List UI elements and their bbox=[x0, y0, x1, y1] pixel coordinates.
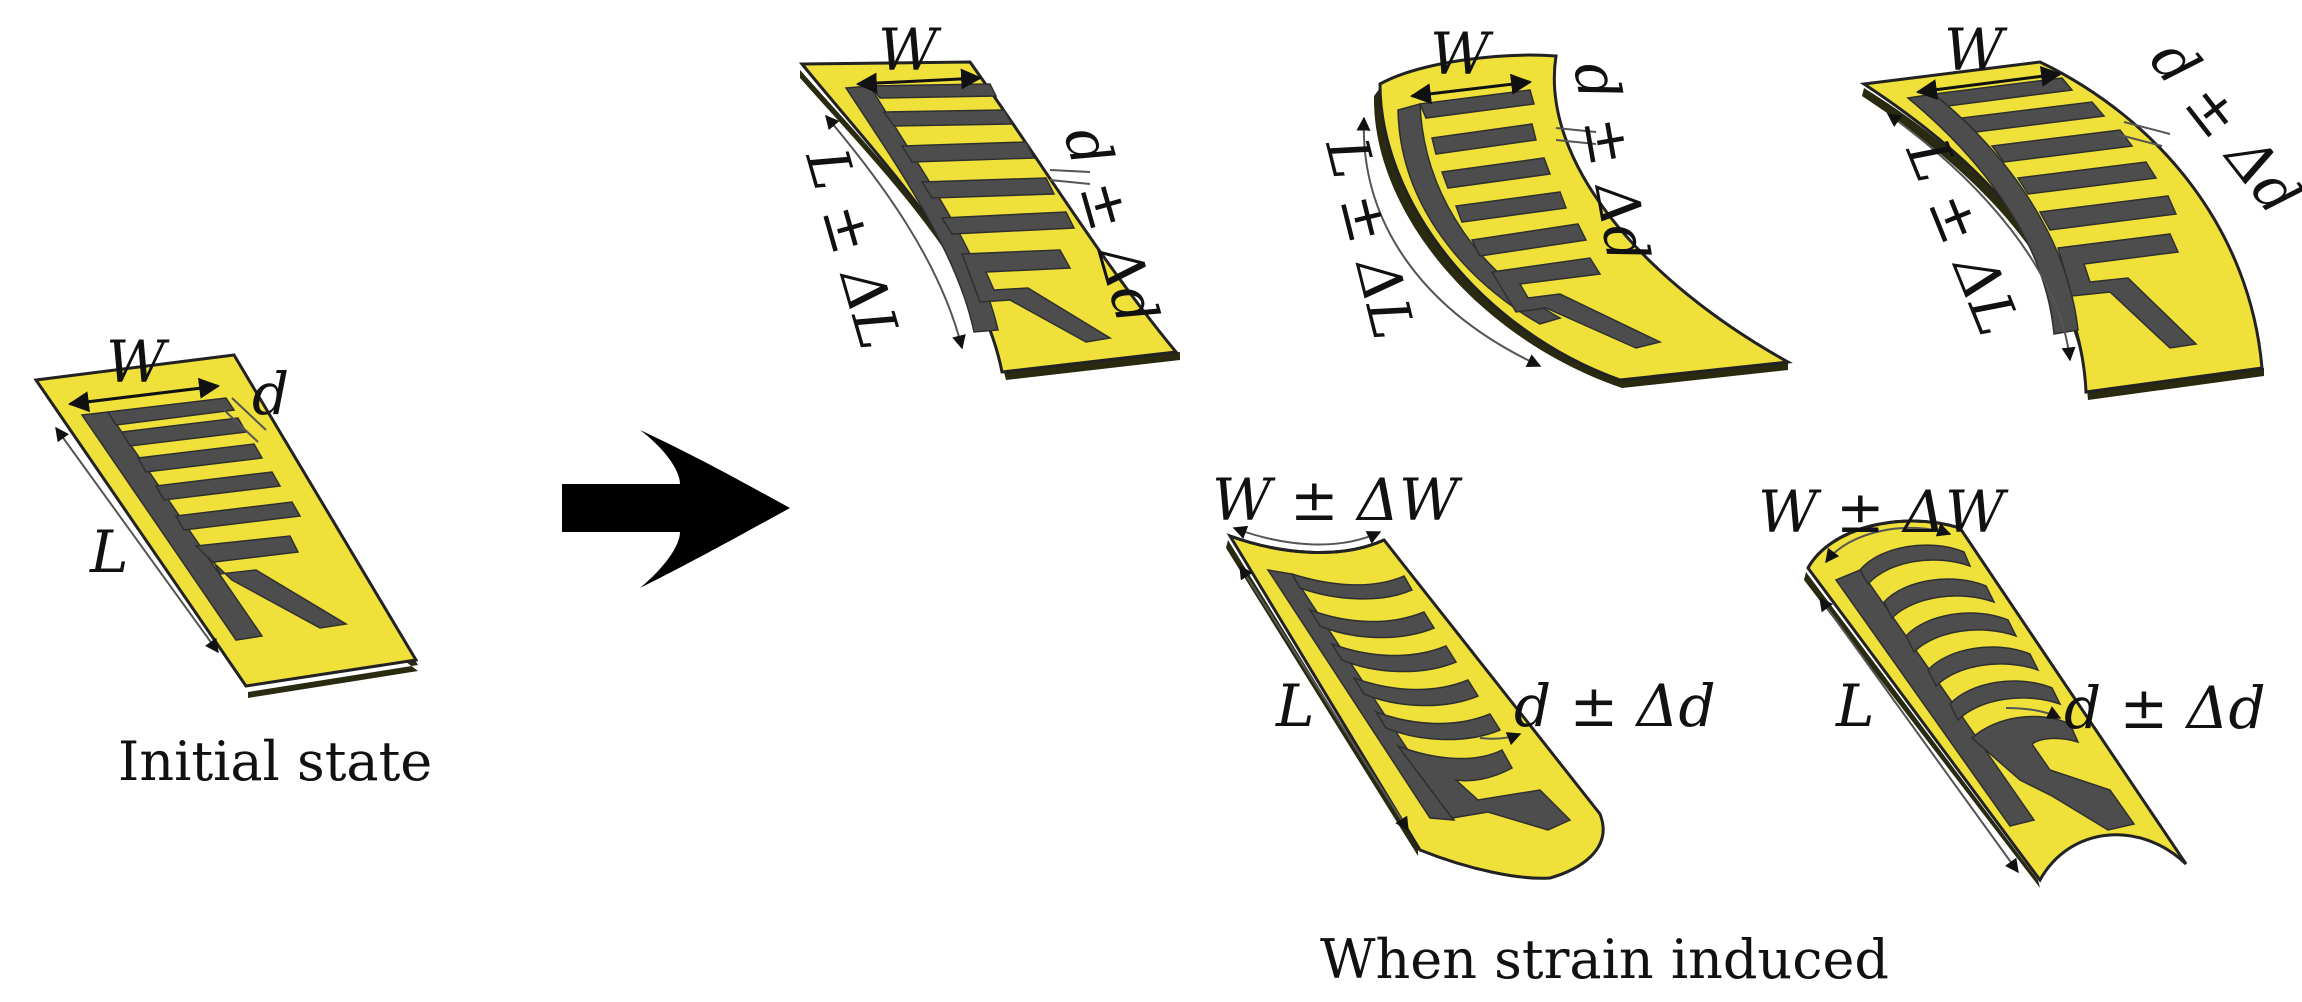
bend-b-w-label: W bbox=[1430, 20, 1494, 88]
initial-sensor: W d L bbox=[33, 328, 419, 698]
bend-c-w-label: W bbox=[1944, 16, 2008, 84]
curl-b-w-label: W ± ΔW bbox=[1758, 478, 2009, 546]
curl-b-d-label: d ± Δd bbox=[2064, 674, 2266, 742]
curl-sensor-a: W ± ΔW d ± Δd L bbox=[1212, 466, 1716, 880]
right-arrow-icon bbox=[562, 430, 790, 588]
bend-a-w-label: W bbox=[878, 16, 942, 84]
strain-caption: When strain induced bbox=[1320, 928, 1889, 991]
initial-l-label: L bbox=[89, 518, 129, 586]
curl-sensor-b: W ± ΔW d ± Δd L bbox=[1758, 478, 2266, 888]
curl-b-l-label: L bbox=[1835, 672, 1875, 740]
bend-sensor-c: W d ± Δd L ± ΔL bbox=[1859, 16, 2302, 400]
curl-a-d-label: d ± Δd bbox=[1514, 672, 1716, 740]
bend-sensor-a: W d ± Δd L ± ΔL bbox=[792, 16, 1180, 380]
curl-a-l-label: L bbox=[1275, 672, 1315, 740]
initial-w-label: W bbox=[106, 328, 170, 396]
bend-sensor-b: W d ± Δd L ± ΔL bbox=[1312, 20, 1793, 388]
initial-d-label: d bbox=[252, 360, 289, 428]
curl-a-w-label: W ± ΔW bbox=[1212, 466, 1463, 534]
initial-state-caption: Initial state bbox=[118, 730, 432, 793]
